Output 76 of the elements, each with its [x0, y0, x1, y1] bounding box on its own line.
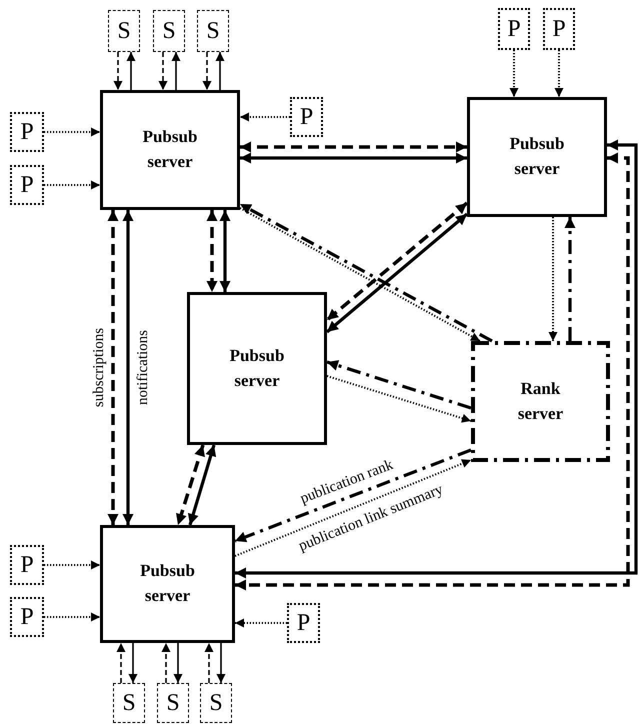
subscriber-box [157, 683, 189, 723]
arrow [176, 444, 205, 526]
publisher-box [287, 603, 320, 643]
edge-label: notifications [136, 330, 150, 405]
arrow [114, 52, 122, 90]
publisher-box [498, 8, 530, 50]
arrow [172, 52, 180, 90]
arrow [235, 618, 287, 628]
arrow [162, 643, 170, 683]
arrow [122, 210, 134, 525]
arrow [174, 643, 182, 683]
arrow [204, 643, 214, 683]
arrow [240, 152, 467, 164]
arrow [326, 212, 468, 334]
publisher-box [10, 165, 44, 205]
arrow [240, 112, 290, 122]
subscriber-box [197, 10, 229, 52]
publisher-box [543, 8, 575, 50]
node-label: Pubsub server [142, 126, 198, 173]
node-label: P [296, 610, 310, 636]
node-label: S [162, 18, 176, 44]
arrow [326, 202, 468, 322]
node-label: Pubsub server [228, 344, 286, 392]
node-label: P [300, 104, 314, 130]
arrow [554, 50, 564, 97]
node-label: P [20, 172, 34, 198]
node-label: Rank server [516, 378, 564, 424]
server-box [100, 90, 240, 210]
arrow [240, 142, 467, 152]
node-label: S [206, 18, 220, 44]
subscriber-box [200, 683, 232, 723]
server-box [467, 97, 607, 217]
node-label: P [552, 16, 566, 42]
subscriber-box [153, 10, 185, 52]
arrow [128, 643, 138, 683]
node-label: P [20, 604, 34, 630]
node-label: S [209, 690, 223, 716]
node-label: S [166, 690, 180, 716]
arrow [326, 375, 472, 423]
publisher-box [290, 97, 323, 137]
publisher-box [10, 597, 44, 637]
node-label: Pubsub server [139, 560, 196, 607]
node-label: S [122, 690, 136, 716]
publisher-box [10, 545, 44, 585]
arrow [202, 52, 212, 90]
publisher-box [10, 112, 44, 152]
arrow [216, 643, 226, 683]
arrow [108, 210, 118, 525]
node-label: P [20, 118, 34, 146]
rank-server-box [471, 341, 610, 462]
node-label: Pubsub server [508, 133, 566, 180]
arrow [564, 217, 576, 341]
arrow [44, 612, 100, 622]
node-label: P [507, 16, 521, 42]
arrow [44, 128, 100, 136]
arrow [188, 444, 216, 526]
arrow [44, 560, 100, 570]
arrow [326, 360, 472, 410]
server-box [187, 292, 327, 445]
subscriber-box [113, 683, 145, 723]
arrow [548, 217, 558, 341]
node-label: S [117, 18, 131, 44]
arrow [116, 643, 126, 683]
server-box [100, 525, 235, 643]
arrow [216, 52, 224, 90]
arrow [234, 459, 472, 557]
subscriber-box [108, 10, 140, 52]
arrow [206, 210, 218, 292]
arrow [126, 52, 136, 90]
edge-label: subscriptions [92, 328, 107, 408]
arrow [234, 448, 472, 542]
arrow [220, 210, 230, 292]
node-label: P [20, 552, 34, 578]
arrow [158, 52, 168, 90]
arrow [44, 180, 100, 190]
arrow [510, 50, 518, 97]
